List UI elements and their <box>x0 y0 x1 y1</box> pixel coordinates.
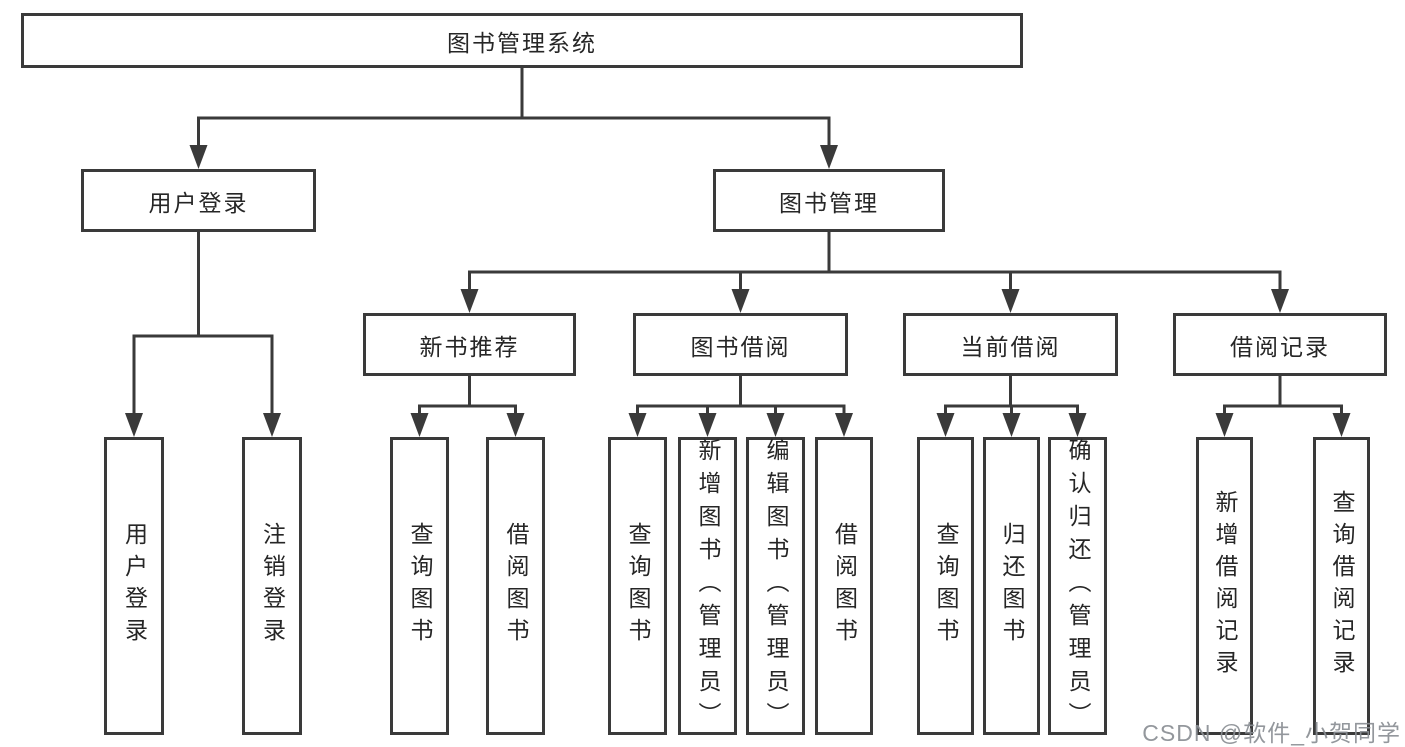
node-borrow-records: 借阅记录 <box>1173 313 1387 376</box>
leaf-borrow-books: 借阅图书 <box>815 437 873 735</box>
node-new-book-recommend-label: 新书推荐 <box>419 333 520 360</box>
leaf-query-books-current-label: 查询图书 <box>933 522 959 650</box>
node-current-borrow-label: 当前借阅 <box>960 333 1061 360</box>
node-root: 图书管理系统 <box>21 13 1023 68</box>
leaf-query-books-current: 查询图书 <box>917 437 974 735</box>
leaf-add-borrow-record: 新增借阅记录 <box>1196 437 1253 735</box>
node-borrow-records-label: 借阅记录 <box>1230 333 1330 360</box>
leaf-borrow-books-recommend-label: 借阅图书 <box>503 522 529 650</box>
leaf-add-book-admin-label: 新增图书（管理员） <box>695 437 721 735</box>
leaf-user-login-label: 用户登录 <box>121 522 148 650</box>
node-user-login-label: 用户登录 <box>148 189 249 216</box>
leaf-add-borrow-record-label: 新增借阅记录 <box>1212 490 1238 682</box>
leaf-logout: 注销登录 <box>242 437 302 735</box>
node-root-label: 图书管理系统 <box>447 29 597 56</box>
node-new-book-recommend: 新书推荐 <box>363 313 576 376</box>
leaf-query-borrow-record: 查询借阅记录 <box>1313 437 1370 735</box>
leaf-return-books: 归还图书 <box>983 437 1040 735</box>
csdn-watermark: CSDN @软件_小贺同学 <box>1142 720 1401 746</box>
leaf-edit-book-admin-label: 编辑图书（管理员） <box>763 437 789 735</box>
node-book-management-label: 图书管理 <box>779 189 879 216</box>
leaf-add-book-admin: 新增图书（管理员） <box>678 437 737 735</box>
node-current-borrow: 当前借阅 <box>903 313 1118 376</box>
leaf-borrow-books-recommend: 借阅图书 <box>486 437 545 735</box>
node-book-borrow-label: 图书借阅 <box>690 333 791 360</box>
leaf-edit-book-admin: 编辑图书（管理员） <box>746 437 805 735</box>
leaf-confirm-return-admin-label: 确认归还（管理员） <box>1065 437 1091 735</box>
leaf-query-books-recommend: 查询图书 <box>390 437 449 735</box>
leaf-confirm-return-admin: 确认归还（管理员） <box>1048 437 1107 735</box>
leaf-query-books-borrow-label: 查询图书 <box>625 522 651 650</box>
leaf-query-books-borrow: 查询图书 <box>608 437 667 735</box>
node-book-management: 图书管理 <box>713 169 945 232</box>
node-book-borrow: 图书借阅 <box>633 313 848 376</box>
leaf-query-borrow-record-label: 查询借阅记录 <box>1329 490 1355 682</box>
leaf-borrow-books-label: 借阅图书 <box>831 522 858 650</box>
leaf-user-login: 用户登录 <box>104 437 164 735</box>
node-user-login: 用户登录 <box>81 169 316 232</box>
leaf-query-books-recommend-label: 查询图书 <box>407 522 433 650</box>
leaf-return-books-label: 归还图书 <box>999 522 1025 650</box>
leaf-logout-label: 注销登录 <box>259 522 286 650</box>
